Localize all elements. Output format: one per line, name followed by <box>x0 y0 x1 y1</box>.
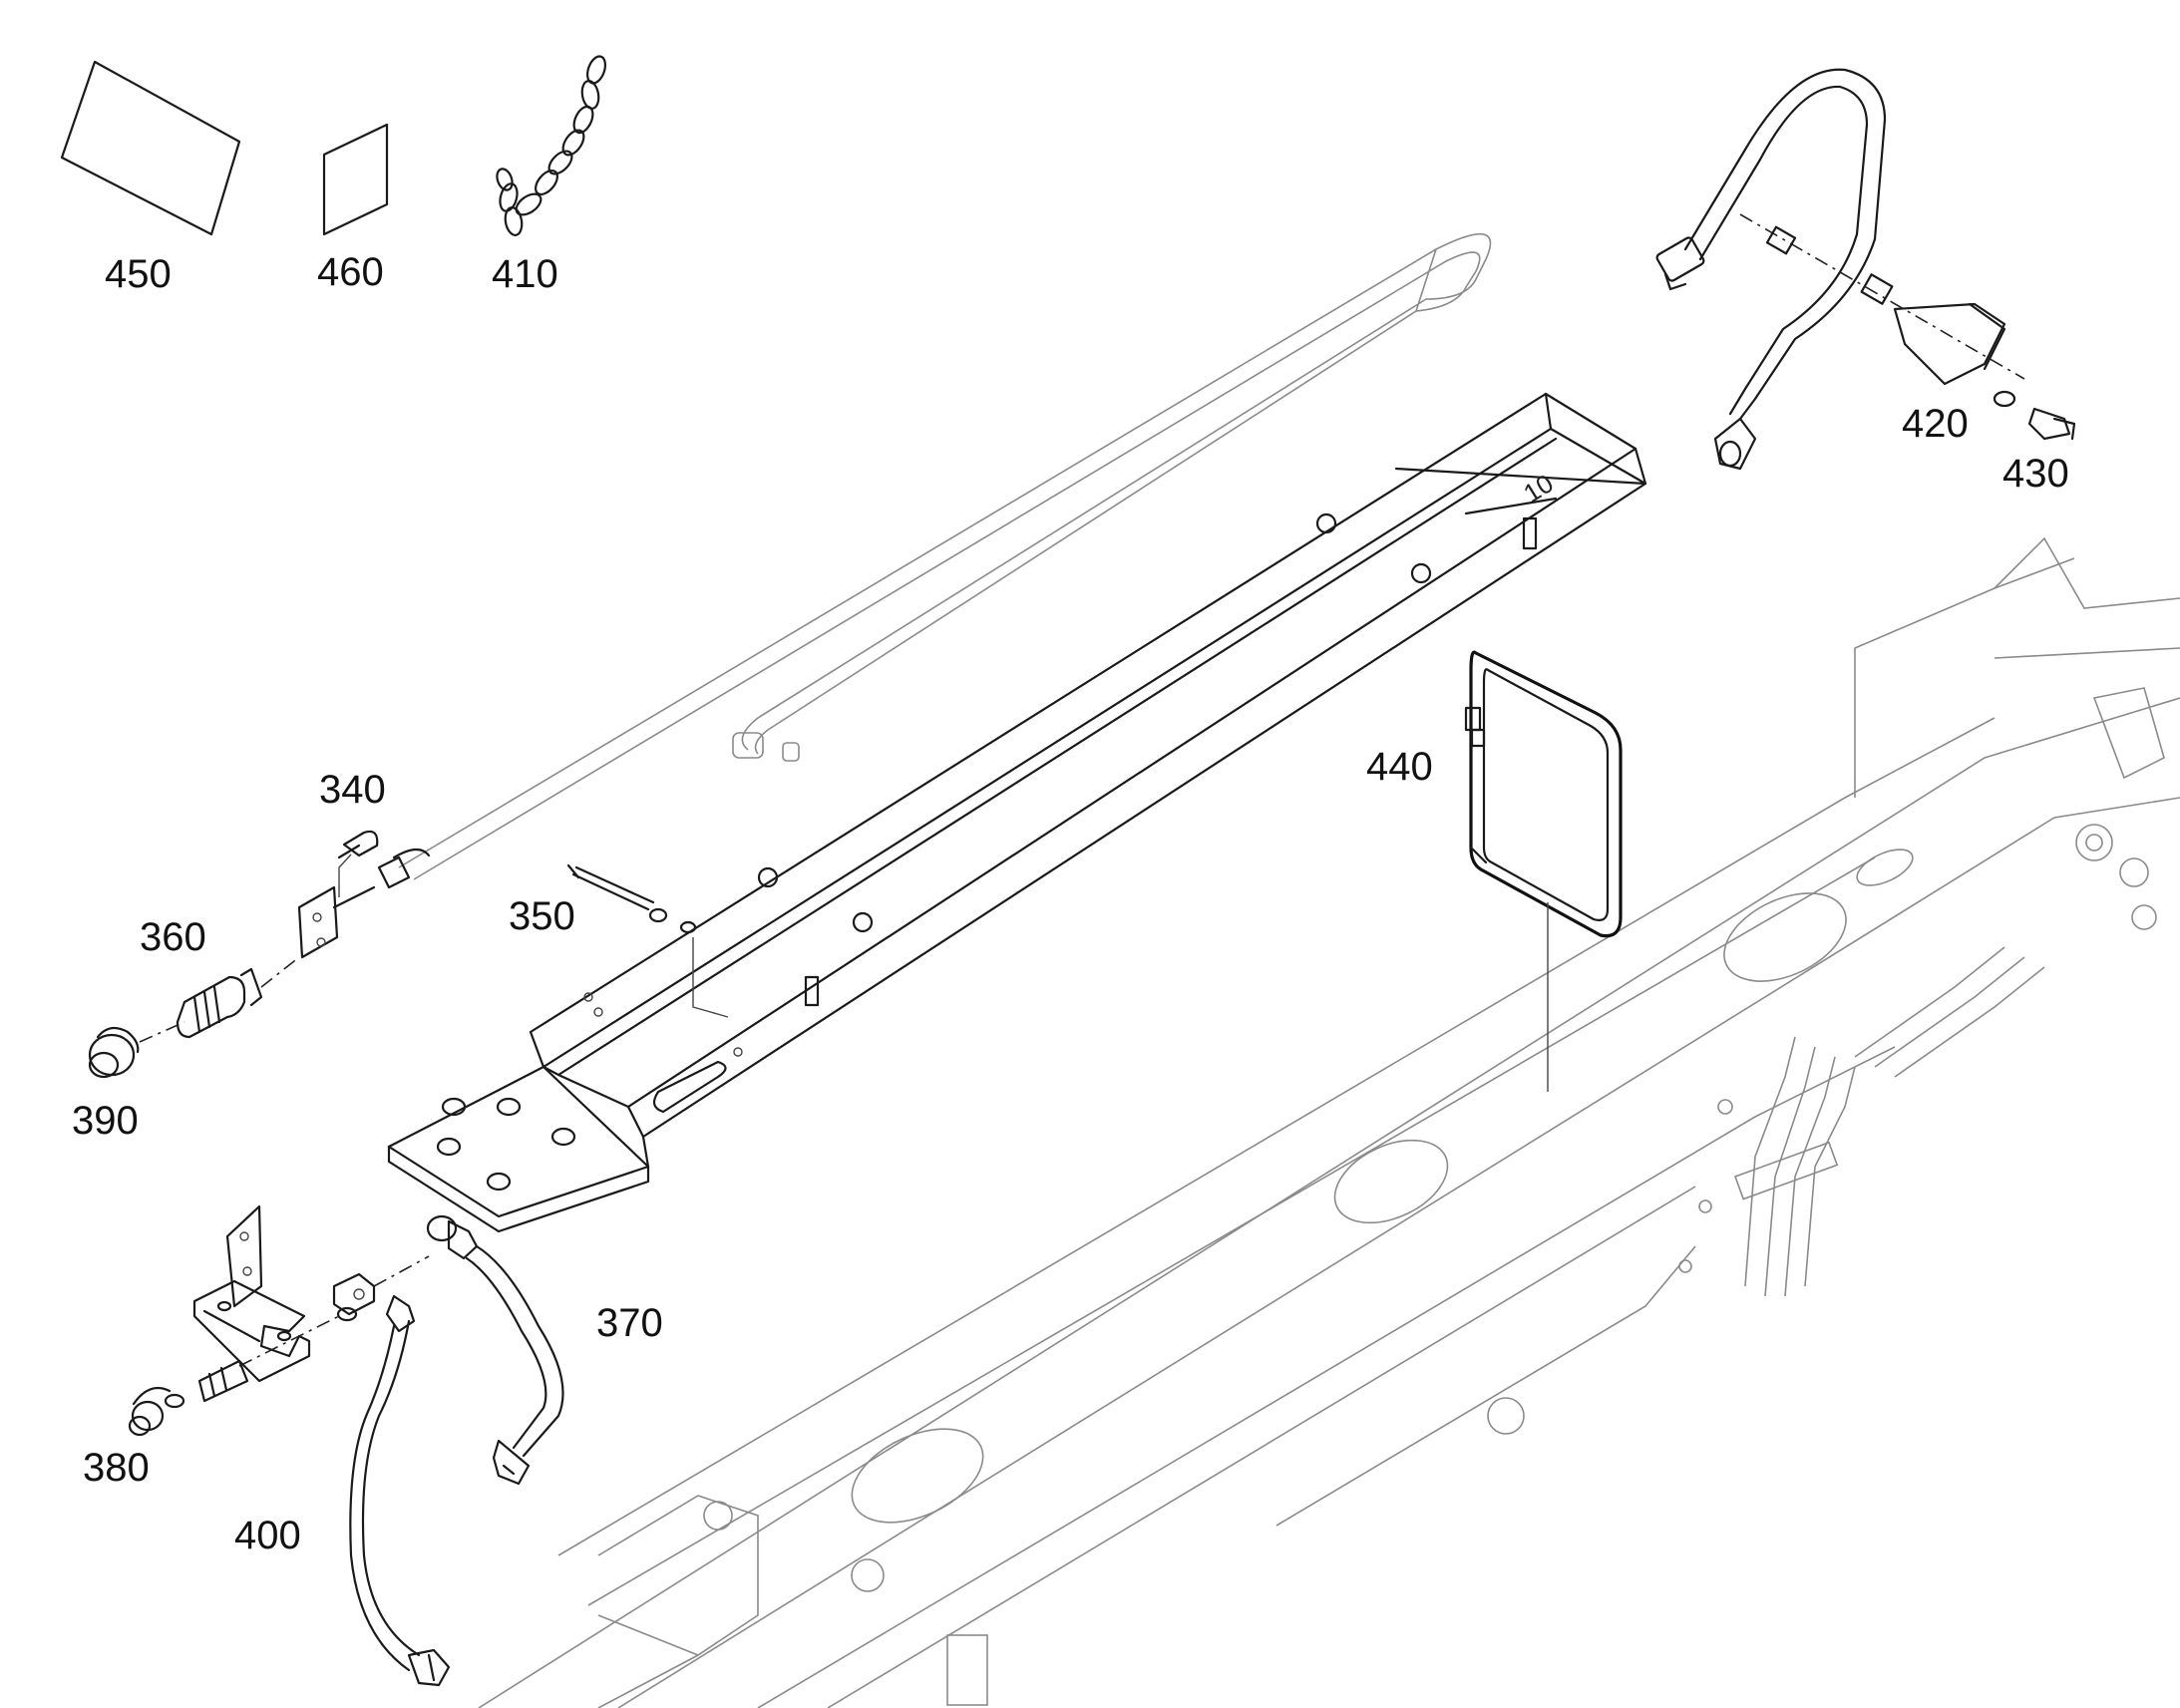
boom-arm <box>478 536 2180 1708</box>
part-400-hose <box>349 1294 451 1687</box>
part-420-430-hose-assembly <box>1655 68 2076 471</box>
part-360-coupling <box>139 956 300 1043</box>
part-380-bracket <box>128 1204 430 1437</box>
callout-340: 340 <box>319 768 386 812</box>
part-410-chain <box>496 55 607 236</box>
part-440-frame <box>1464 650 1623 1092</box>
callout-410: 410 <box>492 252 558 296</box>
callout-labels: 450 460 410 420 430 440 340 360 350 390 … <box>72 250 2069 1557</box>
part-340-clip <box>297 830 431 959</box>
callout-360: 360 <box>140 915 206 959</box>
callout-430: 430 <box>2002 452 2069 496</box>
callout-400: 400 <box>234 1514 301 1557</box>
callout-450: 450 <box>105 252 172 296</box>
long-u-hose <box>398 232 1492 880</box>
callout-390: 390 <box>72 1099 139 1143</box>
part-460-plate <box>322 123 389 236</box>
part-390-cap <box>88 1026 140 1079</box>
callout-440: 440 <box>1366 745 1433 789</box>
cable-channel: 10 <box>387 392 1647 1233</box>
callout-380: 380 <box>83 1446 150 1490</box>
part-350-bolt <box>566 863 729 1018</box>
callout-370: 370 <box>596 1301 663 1345</box>
callout-460: 460 <box>317 250 384 294</box>
callout-350: 350 <box>509 894 575 938</box>
part-450-plate <box>60 60 241 236</box>
callout-420: 420 <box>1902 402 1969 446</box>
part-370-hose <box>426 1214 564 1486</box>
